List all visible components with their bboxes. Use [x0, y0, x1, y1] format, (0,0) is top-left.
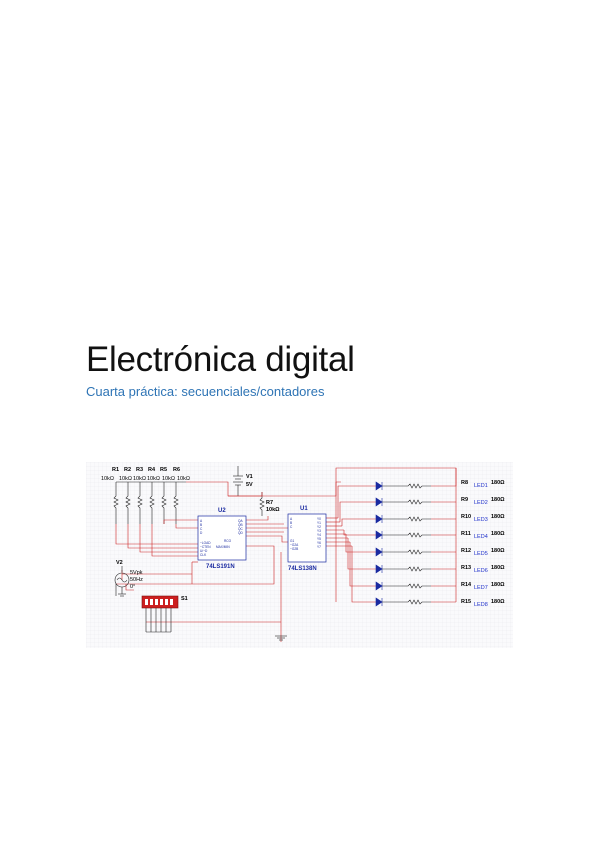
- svg-text:G1: G1: [290, 539, 294, 543]
- v2-amplitude: 5Vpk: [130, 570, 143, 576]
- svg-text:~G2B: ~G2B: [290, 547, 298, 551]
- schematic-svg: R1 R2 R3 R4 R5 R6 10kΩ 10kΩ 10kΩ 10kΩ 10…: [86, 462, 513, 648]
- r11-label: R11: [461, 531, 471, 537]
- r14-value: 180Ω: [491, 582, 505, 588]
- r2-label: R2: [124, 467, 131, 473]
- r6-value: 10kΩ: [177, 476, 190, 482]
- u1-part: 74LS138N: [288, 566, 317, 572]
- svg-text:RCO: RCO: [224, 539, 232, 543]
- u2-part: 74LS191N: [206, 564, 235, 570]
- led1-label: LED1: [474, 483, 488, 489]
- svg-text:Y5: Y5: [317, 537, 321, 541]
- svg-text:~G2A: ~G2A: [290, 543, 299, 547]
- ground-symbol: [275, 635, 287, 641]
- r8-label: R8: [461, 480, 468, 486]
- svg-text:C: C: [200, 527, 203, 531]
- r12-value: 180Ω: [491, 548, 505, 554]
- r1-value: 10kΩ: [101, 476, 114, 482]
- svg-text:B: B: [200, 523, 202, 527]
- r5-value: 10kΩ: [162, 476, 175, 482]
- led6-label: LED6: [474, 568, 488, 574]
- r4-value: 10kΩ: [147, 476, 160, 482]
- u1-label: U1: [300, 506, 308, 512]
- led-labels: R8 LED1 180Ω R9 LED2 180Ω R10 LED3 180Ω …: [461, 480, 505, 608]
- v2-frequency: 50Hz: [130, 577, 143, 583]
- u2-label: U2: [218, 508, 226, 514]
- dip-switch-s1: [141, 595, 179, 609]
- document-subtitle: Cuarta práctica: secuenciales/contadores: [86, 384, 325, 399]
- led-array: [375, 481, 383, 607]
- r6-label: R6: [173, 467, 180, 473]
- r4-label: R4: [148, 467, 156, 473]
- r14-label: R14: [461, 582, 472, 588]
- svg-text:Y7: Y7: [317, 545, 321, 549]
- switch-leads: [115, 584, 172, 633]
- s1-label: S1: [181, 596, 188, 602]
- svg-text:Y6: Y6: [317, 541, 321, 545]
- svg-text:CLK: CLK: [200, 553, 207, 557]
- svg-text:~LOAD: ~LOAD: [200, 541, 211, 545]
- svg-text:QC: QC: [238, 527, 243, 531]
- r10-value: 180Ω: [491, 514, 505, 520]
- svg-text:MAX/MIN: MAX/MIN: [216, 545, 230, 549]
- r11-value: 180Ω: [491, 531, 505, 537]
- svg-text:Y3: Y3: [317, 529, 321, 533]
- svg-text:A: A: [200, 519, 203, 523]
- r15-value: 180Ω: [491, 599, 505, 605]
- svg-text:Y2: Y2: [317, 525, 321, 529]
- v1-value: 5V: [246, 482, 253, 488]
- svg-text:Y4: Y4: [317, 533, 321, 537]
- r13-label: R13: [461, 565, 471, 571]
- svg-text:A: A: [290, 517, 293, 521]
- svg-text:Y0: Y0: [317, 517, 321, 521]
- r7-value: 10kΩ: [266, 507, 280, 513]
- led4-label: LED4: [474, 534, 488, 540]
- led3-label: LED3: [474, 517, 488, 523]
- r3-value: 10kΩ: [133, 476, 146, 482]
- svg-text:B: B: [290, 521, 292, 525]
- svg-text:QA: QA: [238, 519, 243, 523]
- circuit-wires: [115, 467, 457, 642]
- led2-label: LED2: [474, 500, 488, 506]
- pullup-resistors: [113, 481, 186, 524]
- r8-value: 180Ω: [491, 480, 505, 486]
- r15-label: R15: [461, 599, 471, 605]
- svg-text:C: C: [290, 525, 293, 529]
- led7-label: LED7: [474, 585, 488, 591]
- r1-label: R1: [112, 467, 119, 473]
- v1-label: V1: [246, 474, 253, 480]
- svg-text:~CTEN: ~CTEN: [200, 545, 211, 549]
- v2-label: V2: [116, 560, 123, 566]
- r12-label: R12: [461, 548, 471, 554]
- led-resistors: [382, 483, 431, 605]
- r10-label: R10: [461, 514, 471, 520]
- led8-label: LED8: [474, 602, 488, 608]
- r13-value: 180Ω: [491, 565, 505, 571]
- r9-value: 180Ω: [491, 497, 505, 503]
- svg-text:QD: QD: [238, 531, 243, 535]
- r7-label: R7: [266, 500, 273, 506]
- r5-label: R5: [160, 467, 167, 473]
- svg-text:U/~D: U/~D: [200, 549, 208, 553]
- r3-label: R3: [136, 467, 143, 473]
- v2-phase: 0°: [130, 584, 135, 590]
- svg-text:Y1: Y1: [317, 521, 321, 525]
- r9-label: R9: [461, 497, 468, 503]
- resistor-r7: [259, 492, 265, 516]
- svg-text:QB: QB: [238, 523, 243, 527]
- document-title: Electrónica digital: [86, 340, 355, 379]
- svg-text:D: D: [200, 531, 203, 535]
- ac-source-v2: [114, 566, 130, 597]
- circuit-schematic: R1 R2 R3 R4 R5 R6 10kΩ 10kΩ 10kΩ 10kΩ 10…: [86, 462, 513, 648]
- r2-value: 10kΩ: [119, 476, 132, 482]
- resistor-labels: R1 R2 R3 R4 R5 R6 10kΩ 10kΩ 10kΩ 10kΩ 10…: [101, 467, 190, 482]
- led5-label: LED5: [474, 551, 488, 557]
- power-source-v1: [233, 466, 243, 496]
